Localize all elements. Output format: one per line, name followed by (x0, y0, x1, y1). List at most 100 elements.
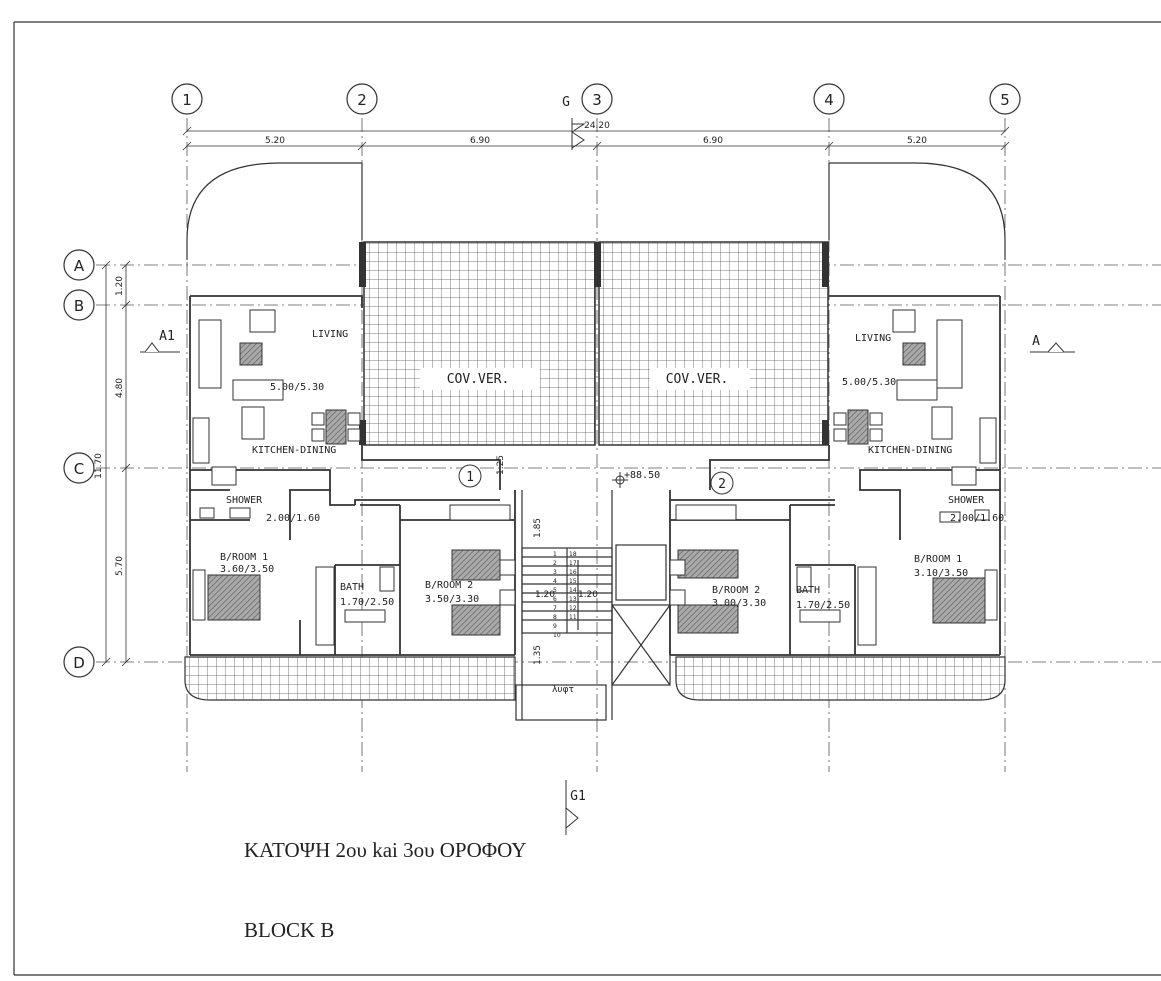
stair-num-2: 2 (553, 560, 557, 567)
grid-label-5: 5 (1000, 91, 1010, 109)
section-label-g: G (562, 95, 570, 110)
left-dimension-lines (101, 260, 131, 667)
room-living-left: LIVING (312, 329, 348, 340)
covered-veranda-left (363, 241, 596, 446)
dim-depth-2: 4.80 (115, 378, 125, 398)
section-marker-a (1030, 342, 1075, 353)
dim-stair-top: 1.85 (533, 518, 543, 538)
stair-num-15: 15 (569, 578, 577, 585)
room-kitchen-right: KITCHEN-DINING (868, 445, 952, 456)
dim-stair-w1: 1.20 (535, 590, 555, 600)
dim-bay-2: 6.90 (470, 136, 490, 146)
room-bath-size-right: 1.70/2.50 (796, 600, 850, 611)
lift-label: λυφτ (552, 685, 574, 695)
room-bedroom1-size-left: 3.60/3.50 (220, 564, 274, 575)
covered-veranda-right (598, 241, 829, 446)
dim-bay-3: 6.90 (703, 136, 723, 146)
stair-num-9: 9 (553, 623, 557, 630)
dim-total-depth: 11.70 (94, 453, 104, 479)
stair-num-8: 8 (553, 614, 557, 621)
dim-depth-3: 5.70 (115, 556, 125, 576)
room-bath-left: BATH (340, 582, 364, 593)
top-dimension-lines (182, 126, 1010, 151)
stair-num-16: 16 (569, 569, 577, 576)
apartment-bubble-1 (458, 464, 482, 488)
room-shower-size-left: 2.00/1.60 (266, 513, 320, 524)
walls-right-apartment (669, 295, 1001, 656)
stair-num-6: 6 (553, 596, 557, 603)
stair-num-3: 3 (553, 569, 557, 576)
room-living-size-right: 5.00/5.30 (842, 377, 896, 388)
dim-total-width: 24.20 (584, 121, 610, 131)
stair-num-5: 5 (553, 587, 557, 594)
grid-label-b: B (74, 297, 84, 315)
room-bath-right: BATH (796, 585, 820, 596)
stair-core (515, 490, 671, 721)
grid-label-c: C (74, 460, 84, 478)
grid-label-1: 1 (182, 91, 192, 109)
section-label-a1: A1 (159, 329, 175, 344)
room-living-size-left: 5.00/5.30 (270, 382, 324, 393)
apartment-number-1: 1 (466, 470, 474, 485)
drawing-title: ΚΑΤΟΨΗ 2ου kai 3ου ΟΡΟΦΟΥ (244, 838, 527, 862)
room-bath-size-left: 1.70/2.50 (340, 597, 394, 608)
room-bedroom1-right: B/ROOM 1 (914, 554, 962, 565)
grid-label-2: 2 (357, 91, 367, 109)
room-shower-right: SHOWER (948, 495, 985, 506)
stair-num-1: 1 (553, 551, 557, 558)
room-bedroom2-size-left: 3.50/3.30 (425, 594, 479, 605)
room-kitchen-left: KITCHEN-DINING (252, 445, 336, 456)
dim-bay-4: 5.20 (907, 136, 927, 146)
dim-stair-bottom: 1.35 (533, 645, 543, 665)
room-shower-left: SHOWER (226, 495, 263, 506)
furniture-left (192, 309, 516, 646)
veranda-label-bg-right (650, 368, 750, 390)
apartment-number-2: 2 (718, 477, 726, 492)
column-bubbles (171, 83, 1021, 115)
walls-left-apartment (189, 295, 516, 656)
stair-num-4: 4 (553, 578, 557, 585)
stair-num-17: 17 (569, 560, 577, 567)
stair-num-18: 18 (569, 551, 577, 558)
balcony-right (675, 656, 1006, 701)
room-bedroom1-size-right: 3.10/3.50 (914, 568, 968, 579)
grid-label-3: 3 (592, 91, 602, 109)
room-bedroom2-left: B/ROOM 2 (425, 580, 473, 591)
section-label-a: A (1032, 334, 1040, 349)
room-bedroom2-right: B/ROOM 2 (712, 585, 760, 596)
stair-num-14: 14 (569, 587, 577, 594)
dim-stair-w2: 1.20 (578, 590, 598, 600)
room-bedroom1-left: B/ROOM 1 (220, 552, 268, 563)
stair-num-7: 7 (553, 605, 557, 612)
dim-corridor: 1.25 (496, 455, 506, 475)
apartment-bubble-2 (710, 471, 734, 495)
dim-depth-1: 1.20 (115, 276, 125, 296)
section-marker-g1 (565, 780, 579, 835)
room-shower-size-right: 2.00/1.60 (950, 513, 1004, 524)
stair-num-12: 12 (569, 605, 577, 612)
roof-outlines (186, 162, 1006, 260)
veranda-label-right: COV.VER. (666, 372, 729, 387)
section-marker-a1 (140, 342, 180, 353)
veranda-label-left: COV.VER. (447, 372, 510, 387)
section-label-g1: G1 (570, 789, 586, 804)
stair-num-10: 10 (553, 632, 561, 639)
block-label: BLOCK B (244, 918, 335, 942)
level-marker (612, 472, 628, 488)
veranda-label-bg-left (420, 368, 540, 390)
row-bubbles (63, 249, 95, 678)
level-label: +88.50 (624, 470, 660, 481)
stair-num-11: 11 (569, 614, 577, 621)
grid-label-a: A (74, 257, 85, 275)
room-living-right: LIVING (855, 333, 891, 344)
furniture-right (669, 309, 998, 646)
stair-num-13: 13 (569, 596, 577, 603)
dim-bay-1: 5.20 (265, 136, 285, 146)
section-marker-g (571, 118, 586, 150)
room-bedroom2-size-right: 3.00/3.30 (712, 598, 766, 609)
sheet-frame (13, 21, 1161, 976)
structural-columns (359, 242, 829, 445)
balcony-left (184, 656, 516, 701)
grid-label-4: 4 (824, 91, 834, 109)
